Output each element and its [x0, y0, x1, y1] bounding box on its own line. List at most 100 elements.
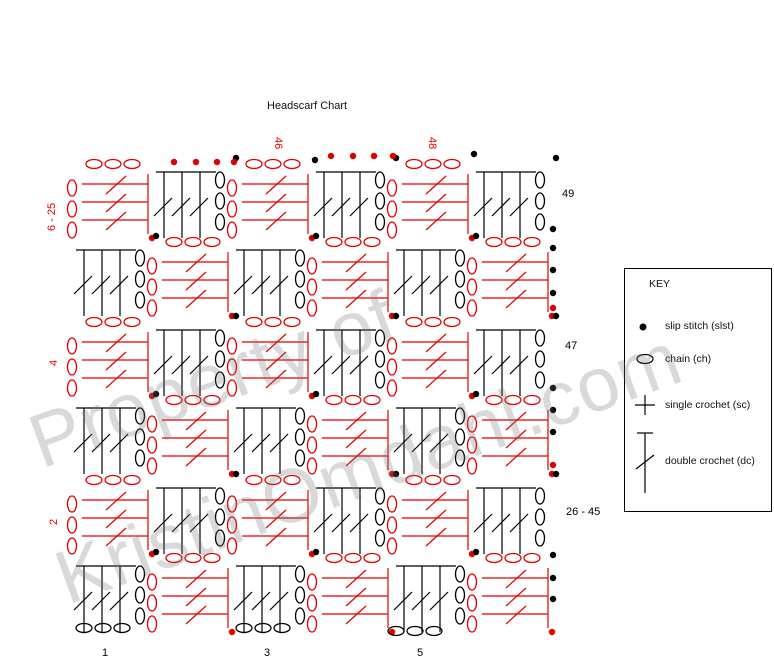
double-crochet-slash: [91, 591, 111, 611]
slip-stitch: [152, 232, 160, 240]
slip-stitch: [232, 470, 240, 478]
single-crochet-icon: [635, 395, 655, 415]
chain-stitch: [443, 474, 461, 486]
chain-stitch: [466, 615, 478, 633]
chain-stitch: [226, 379, 238, 397]
slip-stitch: [232, 312, 240, 320]
chain-stitch: [203, 552, 221, 564]
double-crochet-slash: [185, 411, 207, 431]
double-crochet-slash: [505, 289, 527, 309]
double-crochet-slash: [91, 275, 111, 295]
slip-stitch: [472, 548, 480, 556]
chain-stitch: [294, 270, 306, 288]
chain-stitch: [466, 278, 478, 296]
chain-stitch: [214, 529, 226, 547]
slip-stitch: [549, 551, 557, 559]
double-crochet-slash: [345, 569, 367, 589]
double-crochet-slash: [345, 605, 367, 625]
double-crochet-slash: [349, 197, 369, 217]
chain-stitch: [454, 607, 466, 625]
chain-stitch: [504, 552, 522, 564]
chain-stitch: [75, 622, 93, 634]
double-crochet-slash: [345, 429, 367, 449]
chart-title: Headscarf Chart: [267, 100, 348, 112]
double-crochet-slash: [105, 509, 127, 529]
double-crochet-slash: [171, 513, 191, 533]
double-crochet-slash: [411, 591, 431, 611]
chain-stitch: [306, 594, 318, 612]
chain-stitch: [374, 329, 386, 347]
double-crochet-slash: [251, 275, 271, 295]
key-legend: KEY slip stitch (slst) chain (ch) single…: [624, 268, 772, 512]
slip-stitch: [549, 461, 557, 469]
double-crochet-slash: [265, 509, 287, 529]
chain-stitch: [454, 291, 466, 309]
chain-stitch: [165, 236, 183, 248]
double-crochet-icon: [635, 432, 655, 493]
double-crochet-slash: [345, 271, 367, 291]
slip-stitch: [228, 628, 236, 636]
double-crochet-slash: [269, 275, 289, 295]
chain-stitch: [104, 158, 122, 170]
double-crochet-slash: [269, 433, 289, 453]
double-crochet-slash: [349, 355, 369, 375]
double-crochet-slash: [265, 351, 287, 371]
slip-stitch: [470, 150, 478, 158]
chain-stitch: [534, 192, 546, 210]
double-crochet-slash: [509, 197, 529, 217]
double-crochet-slash: [345, 411, 367, 431]
chain-stitch: [134, 270, 146, 288]
double-crochet-slash: [425, 509, 447, 529]
chain-stitch: [424, 158, 442, 170]
double-crochet-slash: [349, 513, 369, 533]
chain-stitch: [306, 415, 318, 433]
chain-stitch: [226, 537, 238, 555]
chain-stitch: [325, 236, 343, 248]
chain-stitch: [214, 329, 226, 347]
chain-stitch: [134, 407, 146, 425]
row-label-46: 46: [272, 137, 284, 150]
double-crochet-slash: [425, 333, 447, 353]
slip-stitch: [549, 304, 557, 312]
slip-stitch-icon: [639, 323, 647, 331]
chain-stitch: [123, 158, 141, 170]
chain-stitch: [534, 213, 546, 231]
row-label-4: 4: [48, 359, 60, 366]
chain-stitch: [406, 625, 424, 637]
slip-stitch: [312, 548, 320, 556]
double-crochet-slash: [105, 351, 127, 371]
chain-stitch: [294, 249, 306, 267]
double-crochet-slash: [345, 587, 367, 607]
double-crochet-slash: [505, 429, 527, 449]
double-crochet-slash: [491, 513, 511, 533]
chain-stitch: [306, 436, 318, 454]
slip-stitch: [213, 158, 221, 166]
chain-stitch: [226, 358, 238, 376]
chain-stitch: [454, 449, 466, 467]
chain-stitch: [146, 278, 158, 296]
chain-stitch: [146, 594, 158, 612]
double-crochet-slash: [505, 569, 527, 589]
double-crochet-slash: [233, 591, 253, 611]
double-crochet-slash: [105, 193, 127, 213]
chain-stitch: [123, 474, 141, 486]
double-crochet-slash: [429, 591, 449, 611]
row-label-5: 5: [417, 647, 424, 659]
chain-stitch: [363, 394, 381, 406]
double-crochet-slash: [425, 193, 447, 213]
chain-stitch: [273, 622, 291, 634]
slip-stitch: [311, 156, 319, 164]
chain-stitch: [534, 529, 546, 547]
chain-stitch: [294, 428, 306, 446]
chain-stitch: [66, 495, 78, 513]
chain-stitch: [504, 236, 522, 248]
key-heading: KEY: [649, 278, 671, 290]
chain-stitch: [466, 415, 478, 433]
chain-stitch: [226, 200, 238, 218]
double-crochet-slash: [233, 433, 253, 453]
chain-stitch: [325, 394, 343, 406]
double-crochet-slash: [393, 433, 413, 453]
double-crochet-slash: [73, 275, 93, 295]
double-crochet-slash: [105, 211, 127, 231]
